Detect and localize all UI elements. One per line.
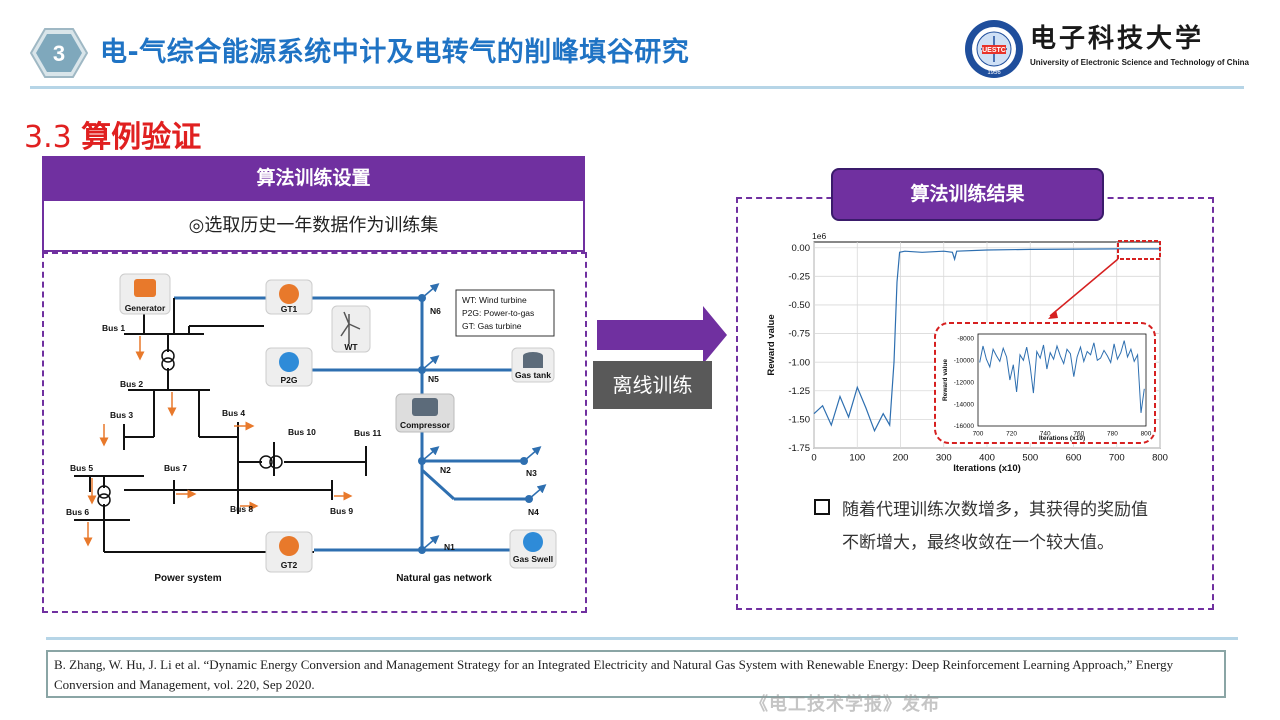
page-title: 电-气综合能源系统中计及电转气的削峰填谷研究 bbox=[100, 37, 690, 68]
y-tick-label: -10000 bbox=[954, 357, 975, 364]
label-bus-6: Bus 6 bbox=[66, 507, 89, 517]
section-number-badge: 3 bbox=[30, 28, 88, 78]
offline-training-arrow-icon bbox=[597, 306, 727, 364]
zoom-arrow-line bbox=[1049, 258, 1119, 317]
label-n6: N6 bbox=[430, 306, 441, 316]
y-tick-label: -1.00 bbox=[788, 357, 810, 368]
y-tick-label: -0.75 bbox=[788, 329, 810, 340]
caption-gas-network: Natural gas network bbox=[396, 573, 492, 584]
x-tick-label: 760 bbox=[1073, 431, 1084, 438]
label-n4: N4 bbox=[528, 507, 539, 517]
x-tick-label: 600 bbox=[1066, 453, 1082, 464]
label-bus-11: Bus 11 bbox=[354, 428, 382, 438]
label-gas-swell: Gas Swell bbox=[513, 554, 553, 564]
footer-divider bbox=[46, 637, 1238, 640]
label-wt: WT bbox=[344, 342, 358, 352]
x-tick-label: 500 bbox=[1022, 453, 1038, 464]
y-tick-label: -12000 bbox=[954, 379, 975, 386]
label-bus-3: Bus 3 bbox=[110, 410, 133, 420]
label-bus-4: Bus 4 bbox=[222, 408, 245, 418]
inset-xlabel: Iterations (x10) bbox=[1039, 435, 1085, 442]
x-tick-label: 700 bbox=[1109, 453, 1125, 464]
reward-chart: 0 100 200 300 400 500 600 700 800 0.00 -0.25 -0.50 -… bbox=[760, 228, 1180, 478]
label-gt1: GT1 bbox=[281, 304, 298, 314]
chart-xlabel: Iterations (x10) bbox=[953, 463, 1021, 474]
x-tick-label: 100 bbox=[849, 453, 865, 464]
x-tick-label: 800 bbox=[1152, 453, 1168, 464]
x-tick-label: 400 bbox=[979, 453, 995, 464]
label-p2g: P2G bbox=[280, 375, 297, 385]
y-tick-label: -16000 bbox=[954, 423, 975, 430]
label-bus-1: Bus 1 bbox=[102, 323, 125, 333]
publisher-watermark: 《电工技术学报》发布 bbox=[750, 694, 940, 715]
result-bullet-text: 随着代理训练次数增多，其获得的奖励值不断增大，最终收敛在一个较大值。 bbox=[842, 500, 1148, 553]
label-n2: N2 bbox=[440, 465, 451, 475]
label-bus-9: Bus 9 bbox=[330, 506, 353, 516]
university-name-en: University of Electronic Science and Tec… bbox=[1030, 58, 1250, 67]
seal-text: UESTC bbox=[982, 47, 1006, 54]
subsection-number: 3.3 bbox=[24, 120, 72, 155]
label-n5: N5 bbox=[428, 374, 439, 384]
chart-scale-label: 1e6 bbox=[812, 231, 826, 241]
y-tick-label: -14000 bbox=[954, 401, 975, 408]
header-divider bbox=[30, 86, 1244, 89]
inset-series-line bbox=[979, 340, 1145, 413]
legend-p2g: P2G: Power-to-gas bbox=[462, 308, 534, 318]
label-gas-tank: Gas tank bbox=[515, 370, 551, 380]
chart-ylabel: Reward value bbox=[766, 314, 777, 375]
y-tick-label: -1.75 bbox=[788, 443, 810, 454]
label-bus-10: Bus 10 bbox=[288, 427, 316, 437]
label-bus-5: Bus 5 bbox=[70, 463, 93, 473]
x-tick-label: 700 bbox=[973, 431, 984, 438]
training-settings-subtitle: ◎选取历史一年数据作为训练集 bbox=[42, 201, 585, 252]
zoom-arrowhead bbox=[1048, 310, 1058, 319]
section-number: 3 bbox=[53, 41, 65, 66]
label-compressor: Compressor bbox=[400, 420, 451, 430]
bullet-square-icon bbox=[814, 499, 830, 515]
x-tick-label: 0 bbox=[811, 453, 816, 464]
label-bus-8: Bus 8 bbox=[230, 504, 253, 514]
legend-gt: GT: Gas turbine bbox=[462, 321, 522, 331]
university-seal-icon: UESTC 1956 bbox=[963, 18, 1025, 80]
offline-training-label: 离线训练 bbox=[593, 361, 712, 409]
university-name-cn: 电子科技大学 bbox=[1030, 24, 1205, 54]
y-tick-label: -1.25 bbox=[788, 386, 810, 397]
label-bus-7: Bus 7 bbox=[164, 463, 187, 473]
label-generator: Generator bbox=[125, 303, 166, 313]
x-tick-label: 780 bbox=[1107, 431, 1118, 438]
system-diagram: WT: Wind turbine P2G: Power-to-gas GT: G… bbox=[66, 273, 557, 584]
y-tick-label: 0.00 bbox=[792, 243, 811, 254]
subsection-heading: 3.3 算例验证 bbox=[24, 112, 201, 156]
zoom-region-marker bbox=[1117, 240, 1161, 260]
system-diagram-panel bbox=[42, 252, 587, 613]
main-series-line bbox=[813, 248, 1160, 433]
inset-plot-frame bbox=[977, 333, 1147, 427]
training-settings-header: 算法训练设置 bbox=[42, 156, 585, 201]
label-gt2: GT2 bbox=[281, 560, 298, 570]
x-tick-label: 740 bbox=[1040, 431, 1051, 438]
label-n1: N1 bbox=[444, 542, 455, 552]
caption-power-system: Power system bbox=[154, 573, 221, 584]
x-tick-label: 800 bbox=[1141, 431, 1152, 438]
y-tick-label: -1.50 bbox=[788, 415, 810, 426]
inset-ylabel: Reward value bbox=[942, 359, 949, 401]
x-tick-label: 200 bbox=[893, 453, 909, 464]
label-n3: N3 bbox=[526, 468, 537, 478]
inset-frame bbox=[934, 322, 1156, 444]
x-tick-label: 720 bbox=[1006, 431, 1017, 438]
seal-year: 1956 bbox=[987, 70, 1001, 76]
y-tick-label: -0.50 bbox=[788, 300, 810, 311]
legend-wt: WT: Wind turbine bbox=[462, 295, 527, 305]
training-result-header: 算法训练结果 bbox=[831, 168, 1104, 221]
y-tick-label: -0.25 bbox=[788, 272, 810, 283]
reference-citation: B. Zhang, W. Hu, J. Li et al. “Dynamic E… bbox=[46, 650, 1226, 698]
x-tick-label: 300 bbox=[936, 453, 952, 464]
subsection-title: 算例验证 bbox=[81, 120, 202, 155]
y-tick-label: -8000 bbox=[957, 336, 974, 343]
label-bus-2: Bus 2 bbox=[120, 379, 143, 389]
